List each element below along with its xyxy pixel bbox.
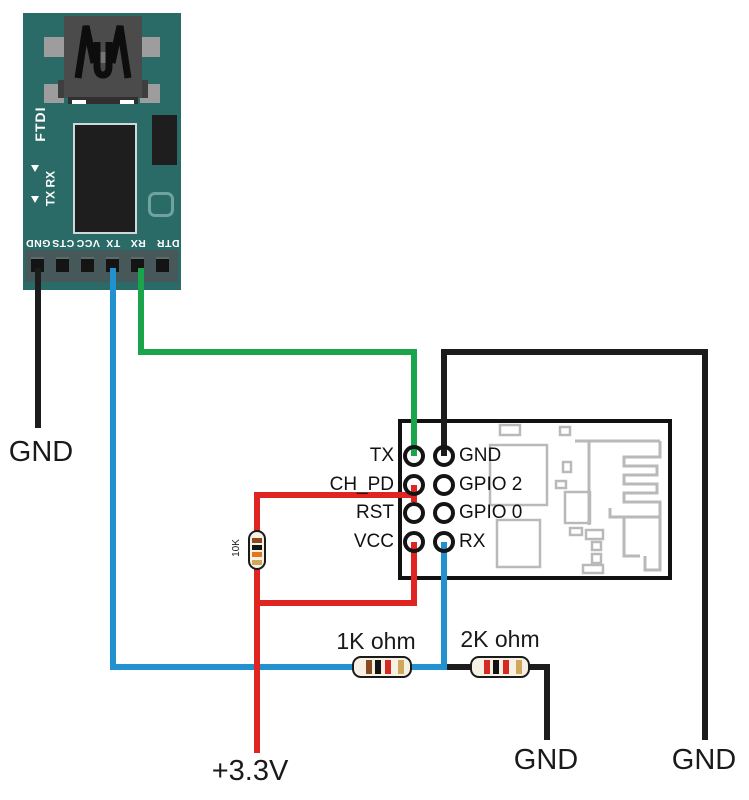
esp-label-rx: RX xyxy=(459,531,486,552)
wire-black-to-2k xyxy=(447,664,472,670)
power-label: +3.3V xyxy=(211,755,289,787)
gnd-label-left: GND xyxy=(8,436,74,468)
ftdi-component xyxy=(152,115,177,165)
wire-red-bottom-horizontal xyxy=(254,600,417,606)
resistor-band xyxy=(484,660,490,674)
wire-gnd-top-horizontal xyxy=(441,349,708,355)
wire-esp-rx-blue xyxy=(441,542,447,670)
usb-solder-pad xyxy=(72,100,86,104)
wire-esp-gnd-vertical xyxy=(441,349,447,456)
ftdi-pin-vcc xyxy=(81,257,94,272)
wire-red-top-horizontal xyxy=(254,492,417,498)
ftdi-component-outline xyxy=(148,192,174,217)
wire-tx-blue-horizontal xyxy=(110,664,354,670)
esp-label-rst: RST xyxy=(356,502,394,523)
esp-pin-ring-gpio0 xyxy=(433,502,455,524)
esp-pin-ring-gpio2 xyxy=(433,474,455,496)
ftdi-pin-label-rx: RX xyxy=(130,237,146,249)
resistor-band xyxy=(385,660,391,674)
esp-pin-ring-rst xyxy=(403,502,425,524)
arrow-icon xyxy=(31,196,39,203)
wire-black-after-2k xyxy=(528,664,550,670)
usb-port-icon xyxy=(74,25,132,79)
ftdi-pin-cts xyxy=(56,257,69,272)
esp-pcb-art xyxy=(398,419,672,580)
wire-vcc-red-vertical xyxy=(411,542,417,606)
usb-solder-pad xyxy=(120,100,134,104)
gnd-label-right: GND xyxy=(671,744,737,776)
resistor-band xyxy=(398,660,404,674)
resistor-1k-label: 1K ohm xyxy=(336,628,416,654)
resistor-band xyxy=(366,660,372,674)
esp-pin-ring-rx xyxy=(433,531,455,553)
wire-red-to-10k-top xyxy=(254,492,260,534)
wire-red-from-10k-bottom xyxy=(254,568,260,606)
esp-label-vcc: VCC xyxy=(353,531,394,552)
resistor-band xyxy=(493,660,499,674)
esp-label-gpio2: GPIO 2 xyxy=(459,474,523,495)
resistor-band xyxy=(252,545,262,550)
wire-black-2k-to-gnd xyxy=(544,664,550,740)
wire-red-to-power xyxy=(254,600,260,753)
resistor-10k-label: 10K xyxy=(231,539,242,557)
wire-tx-blue-vertical xyxy=(110,268,116,670)
ftdi-pin-header xyxy=(25,250,178,282)
resistor-band xyxy=(516,660,522,674)
ftdi-txrx-silkscreen: TX RX xyxy=(43,170,58,207)
wire-blue-after-1k xyxy=(410,664,447,670)
ftdi-pin-label-dtr: DTR xyxy=(156,237,180,249)
esp-label-chpd: CH_PD xyxy=(329,474,394,495)
resistor-band xyxy=(252,538,262,543)
esp-label-gnd: GND xyxy=(459,445,502,466)
ftdi-logo-text: FTDI xyxy=(32,106,48,142)
wire-gnd-ftdi xyxy=(35,268,41,428)
ftdi-pin-dtr xyxy=(156,257,169,272)
esp-label-tx: TX xyxy=(369,445,394,466)
mini-usb-connector xyxy=(64,16,142,98)
resistor-band xyxy=(252,552,262,557)
ftdi-ic-chip xyxy=(73,123,137,234)
wire-gnd-right-vertical xyxy=(702,349,708,740)
resistor-band xyxy=(252,560,262,565)
esp-pin-ring-vcc xyxy=(403,531,425,553)
resistor-2k-label: 2K ohm xyxy=(460,626,540,652)
wire-rx-green-horizontal xyxy=(138,349,417,355)
esp-label-gpio0: GPIO 0 xyxy=(459,502,523,523)
resistor-2k xyxy=(470,656,530,678)
wire-green-to-esp-tx xyxy=(411,349,417,456)
usb-tab xyxy=(140,37,160,57)
wire-rx-green-vertical xyxy=(138,268,144,355)
esp-pin-ring-gnd xyxy=(433,445,455,467)
gnd-label-mid: GND xyxy=(513,744,579,776)
resistor-10k xyxy=(248,530,266,570)
usb-connector-lip xyxy=(68,97,138,104)
esp-pin-ring-tx xyxy=(403,445,425,467)
resistor-1k xyxy=(352,656,412,678)
resistor-band xyxy=(503,660,509,674)
esp-pcb-traces xyxy=(488,423,662,575)
esp-pin-ring-chpd xyxy=(403,474,425,496)
arrow-icon xyxy=(31,165,39,172)
ftdi-board: FTDI TX RX GND CTS VCC TX RX DTR xyxy=(23,13,181,290)
usb-tab xyxy=(44,37,64,57)
resistor-band xyxy=(375,660,381,674)
